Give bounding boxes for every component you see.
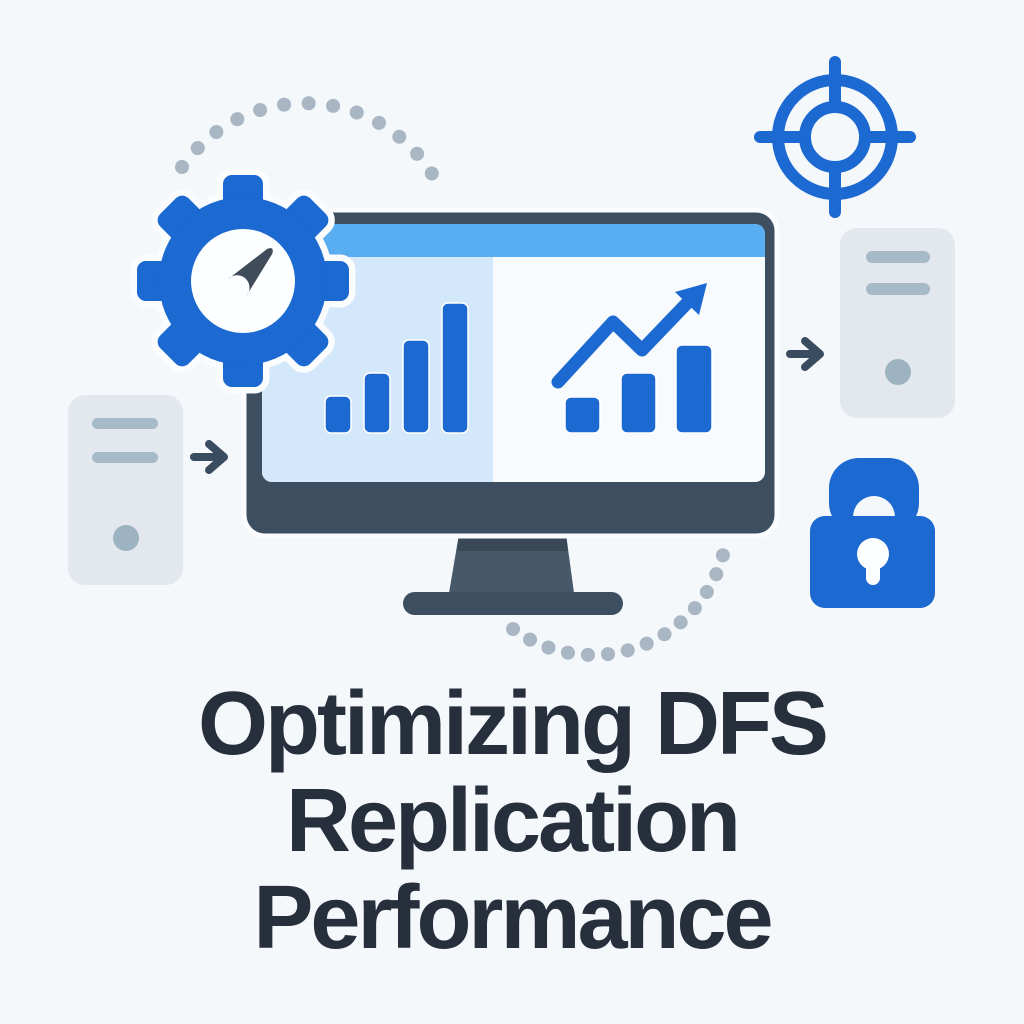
dotted-arc-top-icon: [175, 96, 450, 202]
trend-line-icon: [551, 293, 697, 389]
chart-bar: [620, 372, 657, 434]
server-power-button: [885, 359, 911, 385]
bar-chart-icon: [324, 302, 469, 434]
server-slat: [92, 418, 158, 429]
title-line-2: Replication: [285, 771, 741, 871]
gear-gauge-icon: [137, 175, 349, 387]
target-icon: [754, 56, 916, 218]
lock-icon: [810, 458, 935, 608]
lock-shackle: [829, 458, 919, 533]
title-line-1: Optimizing DFS: [198, 674, 829, 774]
dotted-arc-bottom-icon: [506, 548, 730, 662]
lock-keyhole-stem: [866, 554, 880, 585]
chart-bar: [564, 396, 601, 434]
server-slat: [866, 283, 930, 295]
server-slat: [92, 452, 158, 463]
chart-bar: [324, 395, 352, 434]
arrow-right-icon: [786, 337, 824, 371]
trend-arrow-head-icon: [675, 283, 707, 315]
server-right-icon: [840, 228, 955, 418]
screen-top-bar: [262, 224, 765, 257]
chart-bar: [363, 372, 391, 434]
server-slat: [866, 251, 930, 263]
server-power-button: [113, 525, 139, 551]
chart-bar: [675, 344, 713, 434]
chart-bar: [441, 302, 469, 434]
chart-bar: [402, 339, 430, 434]
title-line-3: Performance: [253, 868, 773, 968]
monitor-stand-base: [403, 592, 623, 615]
trend-bar-chart-icon: [564, 344, 713, 434]
page-title: Optimizing DFS Replication Performance: [0, 676, 1024, 967]
gauge-needle-icon: [227, 248, 273, 297]
arrow-left-icon: [190, 440, 228, 474]
server-left-icon: [68, 395, 183, 585]
gauge-face: [191, 229, 295, 333]
